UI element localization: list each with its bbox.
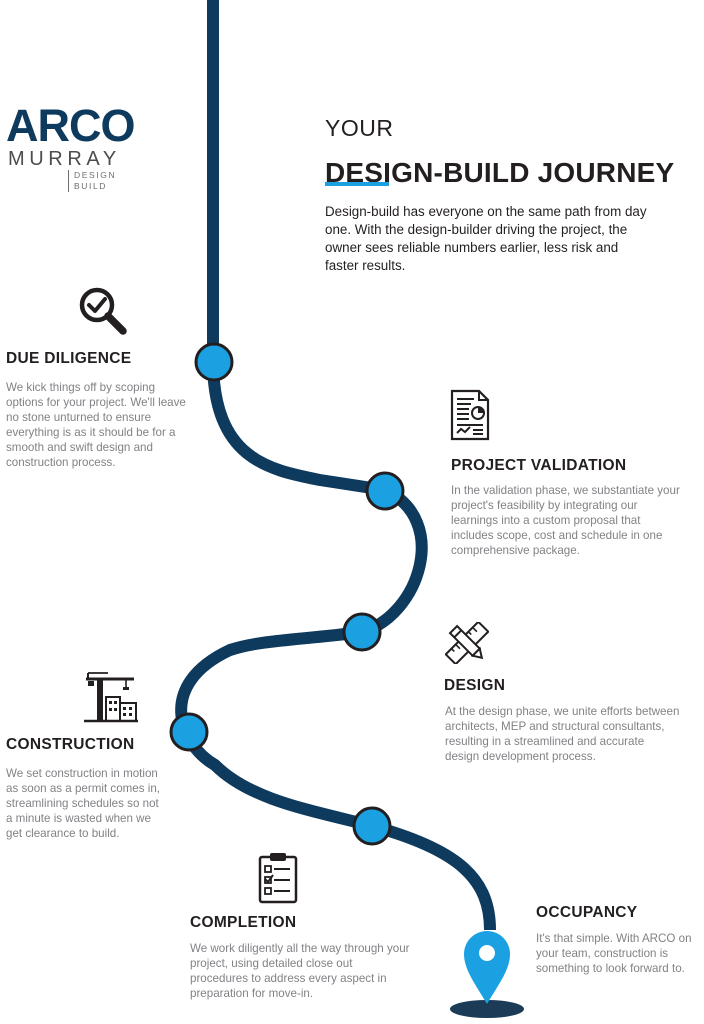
step-text-design: At the design phase, we unite efforts be… — [445, 705, 680, 763]
title-prefix: YOUR — [325, 115, 394, 141]
pencil-ruler-icon — [445, 622, 489, 664]
step-title-due-diligence: DUE DILIGENCE — [6, 350, 132, 367]
clipboard-checklist-icon — [258, 853, 298, 904]
step-title-completion: COMPLETION — [190, 914, 297, 931]
arco-murray-logo: ARCO MURRAY DESIGN BUILD — [6, 100, 146, 192]
step-title-design: DESIGN — [444, 677, 506, 694]
node-project-validation — [365, 471, 405, 511]
step-title-construction: CONSTRUCTION — [6, 736, 135, 753]
journey-nodes — [169, 342, 405, 846]
magnifier-check-icon — [79, 287, 127, 335]
intro-paragraph: Design-build has everyone on the same pa… — [325, 204, 647, 273]
location-pin-icon — [464, 931, 510, 1004]
node-construction — [169, 712, 209, 752]
step-text-occupancy: It's that simple. With ARCO on your team… — [536, 932, 692, 975]
logo-wordmark: ARCO — [6, 100, 136, 151]
step-text-project-validation: In the validation phase, we substantiate… — [451, 484, 680, 557]
node-design — [342, 612, 382, 652]
step-text-due-diligence: We kick things off by scoping options fo… — [6, 381, 186, 469]
step-text-completion: We work diligently all the way through y… — [190, 942, 410, 1000]
report-document-icon — [450, 389, 490, 441]
step-text-construction: We set construction in motion as soon as… — [6, 767, 161, 840]
node-completion — [352, 806, 392, 846]
crane-building-icon — [84, 672, 138, 723]
logo-subwordmark: MURRAY — [8, 148, 121, 170]
node-due-diligence — [194, 342, 234, 382]
step-title-project-validation: PROJECT VALIDATION — [451, 457, 627, 474]
step-title-occupancy: OCCUPANCY — [536, 904, 638, 921]
logo-tagline: DESIGN BUILD — [68, 170, 146, 192]
pin-shadow — [450, 1000, 524, 1018]
title-accent-rule — [325, 182, 389, 186]
